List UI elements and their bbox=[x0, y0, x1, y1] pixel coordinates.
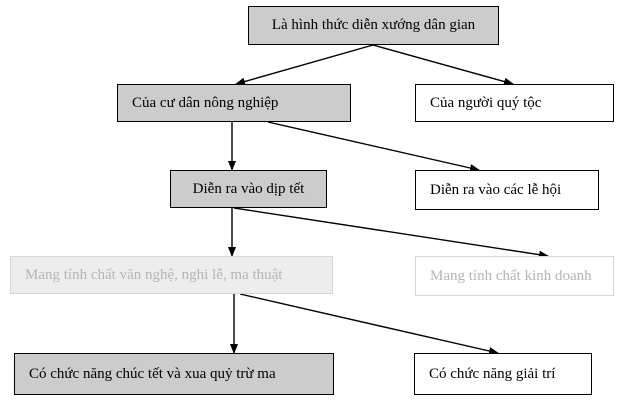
node-entertainment: Có chức năng giải trí bbox=[414, 353, 592, 395]
node-commercial-label: Mang tính chất kinh doanh bbox=[430, 267, 592, 284]
node-folk-performance: Là hình thức diễn xướng dân gian bbox=[248, 6, 499, 45]
node-nobility-label: Của người quý tộc bbox=[430, 94, 542, 111]
edge-tet-biz bbox=[233, 207, 549, 259]
node-entertainment-label: Có chức năng giải trí bbox=[429, 365, 556, 382]
node-nobility: Của người quý tộc bbox=[415, 84, 614, 122]
edge-root-farm bbox=[235, 44, 374, 86]
node-festival-occasion-label: Diễn ra vào các lễ hội bbox=[430, 181, 562, 198]
node-new-year-wishing: Có chức năng chúc tết và xua quỷ trừ ma bbox=[14, 353, 334, 395]
edge-farm-fest bbox=[267, 121, 480, 172]
node-commercial: Mang tính chất kinh doanh bbox=[415, 256, 614, 296]
node-folk-performance-label: Là hình thức diễn xướng dân gian bbox=[271, 17, 476, 33]
node-farmers: Của cư dân nông nghiệp bbox=[117, 84, 351, 122]
edge-art-fun bbox=[239, 293, 499, 355]
node-artistic-ritual-label: Mang tính chất văn nghệ, nghi lễ, ma thu… bbox=[25, 266, 283, 283]
node-farmers-label: Của cư dân nông nghiệp bbox=[132, 94, 279, 111]
node-new-year-wishing-label: Có chức năng chúc tết và xua quỷ trừ ma bbox=[29, 365, 276, 382]
node-tet-occasion: Diễn ra vào dịp tết bbox=[170, 170, 327, 208]
node-artistic-ritual: Mang tính chất văn nghệ, nghi lễ, ma thu… bbox=[10, 256, 333, 294]
edge-root-noble bbox=[372, 44, 514, 86]
node-festival-occasion: Diễn ra vào các lễ hội bbox=[415, 170, 599, 210]
node-tet-occasion-label: Diễn ra vào dịp tết bbox=[192, 180, 305, 197]
